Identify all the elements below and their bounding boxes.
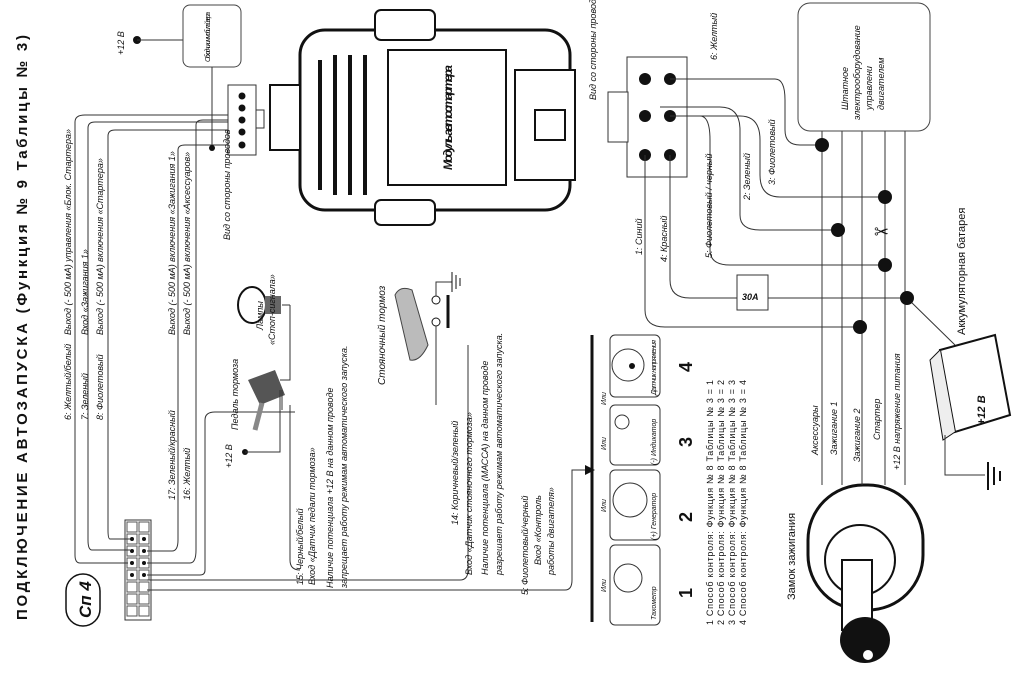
power-wires [644, 78, 956, 346]
method-line: 1 Способ контроля: Функция № 8 Таблицы №… [705, 380, 715, 625]
or-label: Или [601, 392, 608, 405]
brake-note: Наличие потенциала +12 В на данном прово… [325, 388, 335, 588]
brake-lamp-label: «Стоп-сигнала» [267, 274, 277, 345]
generator-icon [612, 482, 648, 518]
handbrake-icon [394, 287, 429, 361]
battery-label: Аккумуляторная батарея [956, 208, 968, 335]
method-line: 3 Способ контроля: Функция № 8 Таблицы №… [727, 380, 737, 625]
engine-wire-func: Вход «Контроль [533, 495, 543, 565]
left-wires [74, 114, 585, 591]
park-wire-color: 14: Коричневый/зеленый [450, 421, 460, 525]
wire-func-label: Вход «Зажигания 1» [80, 249, 90, 335]
ground-icon [987, 462, 1001, 490]
right-wire-label: 2: Зеленый [742, 153, 752, 201]
module-label: Модуль автостартера [441, 65, 455, 170]
wire-color-label: 8: Фиолетовый [95, 354, 105, 420]
ground-icon [451, 272, 461, 292]
or-label: Или [601, 579, 608, 592]
method-number: 4 [676, 362, 696, 372]
wire-func-label: Выход (- 500 мА) включения «Стартера» [95, 158, 105, 335]
park-wire-func: Вход «Датчик стояночного тормоза» [464, 412, 474, 575]
diagram-title: ПОДКЛЮЧЕНИЕ АВТОЗАПУСКА (Функция № 9 Таб… [14, 35, 31, 620]
engine-box-label: электрооборудование [852, 25, 862, 120]
wire-func-label: Выход (- 500 мА) включения «Зажигания 1» [167, 151, 177, 335]
parking-brake-label: Стояночный тормоз [377, 285, 388, 385]
method-number: 2 [676, 512, 696, 522]
view-label: Вид со стороны проводов [222, 129, 232, 240]
immo-bypass-box [182, 4, 242, 68]
method-label: (+) Генератор [651, 493, 658, 540]
badge: Сп 4 [76, 581, 95, 618]
or-label: Или [601, 499, 608, 512]
arrow-icon [585, 465, 595, 475]
method-label: Датчик напряжения [651, 340, 658, 396]
engine-wire-color: 5: Фиолетовый/черный [520, 496, 530, 595]
autostart-module [269, 9, 576, 226]
indicator-lamp-icon [614, 414, 630, 430]
brake-lamp-label: Лампы [255, 301, 265, 331]
ignition-wire-label: Стартер [872, 399, 882, 440]
power-connector [607, 56, 688, 178]
wire-func-label: Выход (- 500 мА) включения «Аксессуаров» [182, 152, 192, 335]
main-connector [124, 519, 152, 621]
junction-dots [815, 138, 914, 334]
method-number: 1 [676, 588, 696, 598]
right-wire-label: 6: Желтый [709, 13, 719, 60]
ignition-wire-label: Зажигание 1 [829, 401, 839, 455]
ignition-lock-label: Замок зажигания [786, 513, 798, 600]
battery-voltage: +12 В [976, 395, 988, 425]
park-note: разрешает работу режимам автоматического… [494, 333, 504, 576]
park-note: Наличие потенциала (МАССА) на данном про… [480, 361, 490, 575]
module-connector [227, 84, 265, 156]
method-line: 2 Способ контроля: Функция № 8 Таблицы №… [716, 380, 726, 625]
brake-pedal-label: Педаль тормоза [230, 359, 240, 430]
engine-box-label: Штатное [840, 67, 850, 110]
tachometer-icon [613, 563, 643, 593]
method-line: 4 Способ контроля: Функция № 8 Таблицы №… [738, 380, 748, 625]
ignition-lock-icon [806, 483, 925, 663]
fuse-icon [736, 274, 769, 311]
right-wire-label: 5: Фиолетовый / черный [704, 154, 714, 258]
view-label: Вид со стороны проводов [588, 0, 598, 100]
handbrake-switch [431, 281, 452, 405]
method-number: 3 [676, 437, 696, 447]
wire-color-label: 17: Зеленый/красный [167, 410, 177, 500]
battery-icon [929, 333, 1012, 441]
ignition-wire-label: Аксессуары [810, 405, 820, 456]
right-wire-label: 3: Фиолетовый [767, 119, 777, 185]
wire-func-label: Выход (- 500 мА) управления «Блок. Старт… [63, 129, 73, 335]
ignition-wire-label: Зажигание 2 [852, 408, 862, 462]
badge-frame [65, 573, 101, 627]
immo-bypass-label: Обходчик иммобилай-зера [204, 12, 212, 62]
left-wire-labels: 6: Желтый/белый Выход (- 500 мА) управле… [63, 129, 192, 500]
right-wire-label: 1: Синий [634, 219, 644, 255]
method-boxes [609, 334, 661, 626]
engine-box-label: двигателем [876, 58, 886, 110]
ignition-wires [821, 130, 906, 485]
or-label: Или [601, 437, 608, 450]
engine-wire-func: работы двигателя» [546, 487, 556, 576]
fuse-label: 30А [742, 292, 759, 302]
method-label: (-) Индикатор [650, 419, 658, 465]
brake-wire-func: Вход «Датчик педали тормоза» [307, 447, 317, 585]
ignition-wire-label: +12 В напряжение питания [892, 353, 902, 470]
brake-pedal-icon [248, 370, 285, 431]
voltmeter-icon [611, 348, 645, 382]
scissors-icon: ✂ [874, 222, 889, 242]
brake-note: запрещает работу режимам автоматического… [339, 346, 349, 590]
plus12-label: +12 В [224, 444, 234, 468]
wire-color-label: 7: Зеленый [80, 373, 90, 420]
plus12-label: +12 В [116, 31, 126, 55]
method-label: Тахометр [651, 586, 658, 620]
brake-wire-color: 15: Черный/белый [295, 508, 305, 585]
engine-box-label: управлени [864, 66, 874, 111]
engine-ecu-box [797, 2, 931, 132]
wire-color-label: 16: Желтый [182, 448, 192, 500]
brake-lamp-icon [237, 286, 290, 324]
right-wire-label: 4: Красный [659, 216, 669, 262]
wire-color-label: 6: Желтый/белый [63, 344, 73, 420]
